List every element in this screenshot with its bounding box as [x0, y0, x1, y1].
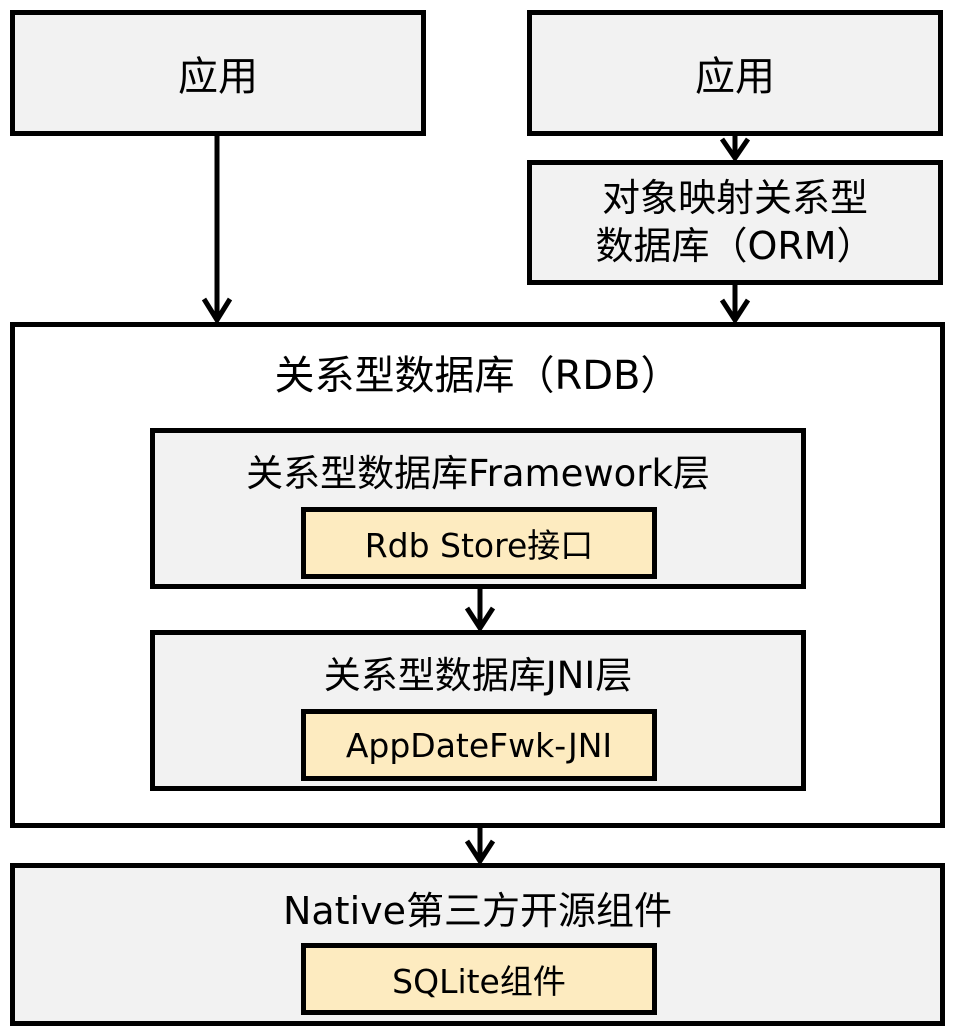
- rdb-store-interface-box: Rdb Store接口: [301, 507, 657, 579]
- arrow-orm-to-rdb: [719, 285, 751, 325]
- app-right-label: 应用: [695, 54, 775, 100]
- rdb-title: 关系型数据库（RDB）: [274, 353, 681, 399]
- native-component-title: Native第三方开源组件: [282, 889, 673, 933]
- app-box-left: 应用: [10, 10, 426, 136]
- orm-label: 对象映射关系型 数据库（ORM）: [595, 175, 874, 270]
- jni-layer-title: 关系型数据库JNI层: [323, 654, 633, 697]
- app-left-label: 应用: [178, 54, 258, 100]
- orm-label-line1: 对象映射关系型: [601, 176, 868, 220]
- orm-box: 对象映射关系型 数据库（ORM）: [527, 160, 943, 285]
- orm-label-line2: 数据库（ORM）: [595, 223, 875, 268]
- appdatefwk-jni-label: AppDateFwk-JNI: [345, 725, 613, 765]
- app-box-right: 应用: [527, 10, 943, 136]
- arrow-rdb-to-native: [464, 828, 496, 866]
- arrow-app-right-to-orm: [719, 136, 751, 163]
- appdatefwk-jni-box: AppDateFwk-JNI: [301, 709, 657, 781]
- framework-layer-title: 关系型数据库Framework层: [246, 452, 710, 495]
- sqlite-component-box: SQLite组件: [301, 943, 657, 1015]
- arrow-app-left-to-rdb: [201, 136, 233, 325]
- sqlite-component-label: SQLite组件: [392, 962, 566, 1001]
- rdb-store-interface-label: Rdb Store接口: [364, 526, 594, 565]
